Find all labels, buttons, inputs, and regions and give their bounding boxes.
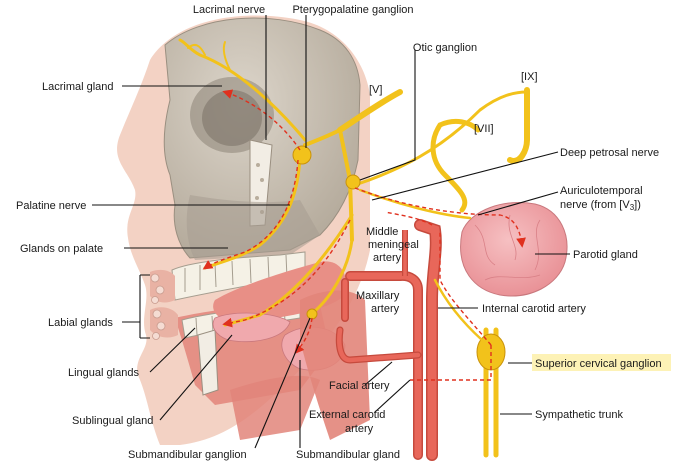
otic-ganglion-node	[345, 174, 361, 190]
label-cn-ix: [IX]	[521, 71, 538, 83]
label-lacrimal-gland: Lacrimal gland	[42, 81, 114, 93]
label-maxillary-2: artery	[371, 303, 400, 315]
pterygopalatine-ganglion-node	[292, 145, 312, 165]
label-lacrimal-nerve: Lacrimal nerve	[193, 4, 265, 16]
label-internal-carotid: Internal carotid artery	[482, 303, 586, 315]
label-lingual-glands: Lingual glands	[68, 367, 139, 379]
label-cn-v: [V]	[369, 84, 382, 96]
label-glands-on-palate: Glands on palate	[20, 243, 103, 255]
label-cn-vii: [VII]	[474, 123, 494, 135]
label-external-carotid-2: artery	[345, 423, 374, 435]
label-labial-glands: Labial glands	[48, 317, 113, 329]
parotid-gland-shape	[460, 201, 568, 297]
label-superior-cervical-ganglion: Superior cervical ganglion	[535, 358, 662, 370]
label-submandibular-ganglion: Submandibular ganglion	[128, 449, 247, 461]
label-submandibular-gland: Submandibular gland	[296, 449, 400, 461]
label-deep-petrosal-nerve: Deep petrosal nerve	[560, 147, 659, 159]
labels: Lacrimal nerve Pterygopalatine ganglion …	[16, 4, 671, 461]
label-palatine-nerve: Palatine nerve	[16, 200, 86, 212]
submandibular-ganglion-node	[306, 308, 318, 320]
label-sublingual-gland: Sublingual gland	[72, 415, 153, 427]
label-auriculotemporal-line2: nerve (from [V3])	[560, 199, 641, 212]
label-facial-artery: Facial artery	[329, 380, 390, 392]
label-maxillary-1: Maxillary	[356, 290, 400, 302]
label-middle-meningeal-2: meningeal	[368, 239, 419, 251]
label-pterygopalatine-ganglion: Pterygopalatine ganglion	[292, 4, 413, 16]
orbit	[190, 77, 274, 153]
label-middle-meningeal-3: artery	[373, 252, 402, 264]
external-carotid-artery	[345, 270, 423, 460]
label-parotid-gland: Parotid gland	[573, 249, 638, 261]
neck-muscles	[230, 290, 370, 440]
label-auriculotemporal-line1: Auriculotemporal	[560, 185, 643, 197]
label-external-carotid-1: External carotid	[309, 409, 385, 421]
labial-gland-lobules	[150, 273, 166, 340]
label-sympathetic-trunk: Sympathetic trunk	[535, 409, 624, 421]
label-otic-ganglion: Otic ganglion	[413, 42, 477, 54]
facial-artery-vessel	[335, 326, 422, 364]
highlight-superior-cervical-ganglion	[532, 354, 671, 371]
leader-lines	[92, 15, 570, 449]
skull	[163, 17, 361, 260]
label-middle-meningeal-1: Middle	[366, 226, 398, 238]
internal-carotid-artery-vessel	[414, 219, 442, 461]
ganglia	[292, 145, 361, 320]
